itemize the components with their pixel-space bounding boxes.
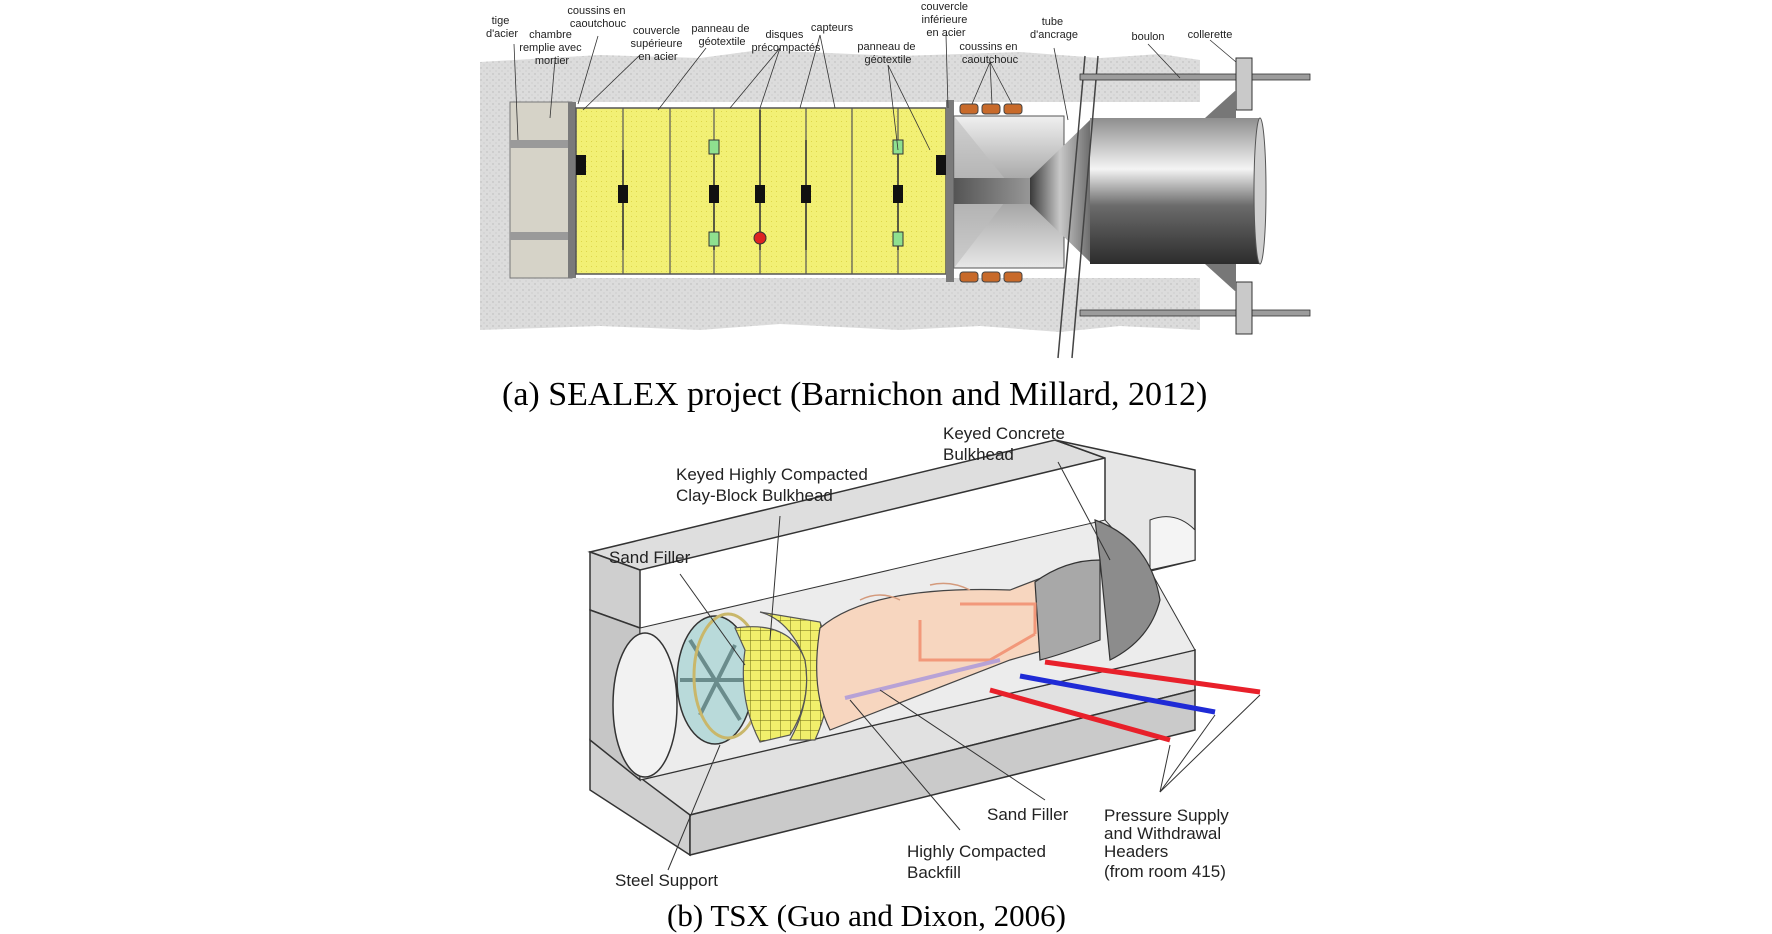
rock-top (480, 50, 1200, 102)
label-chambre: chambre remplie avec mortier (519, 29, 584, 67)
label-steel-support: Steel Support (615, 871, 718, 890)
label-sand-filler-top: Sand Filler (609, 548, 691, 567)
label-panneau-1: panneau de géotextile (691, 23, 752, 48)
label-couvercle-inferieur: couvercle inférieure en acier (921, 1, 971, 39)
anchor-bolts (1079, 57, 1311, 335)
rock-bottom (480, 278, 1200, 332)
tsx-labels: Keyed Concrete Bulkhead Keyed Highly Com… (609, 424, 1233, 890)
anchor-tube (1090, 118, 1260, 264)
label-couvercle-superieur: couvercle supérieure en acier (630, 25, 685, 63)
plug-core (954, 178, 1034, 204)
steel-rod-lower (510, 232, 572, 240)
sealex-leaders (513, 34, 1237, 151)
anchor-cone (1030, 120, 1090, 262)
sealex-diagram: tige d'acier chambre remplie avec mortie… (480, 1, 1311, 359)
caption-a: (a) SEALEX project (Barnichon and Millar… (502, 376, 1208, 413)
label-coussins-1: coussins en caoutchouc (567, 5, 628, 30)
label-highly-compacted: Highly Compacted Backfill (907, 842, 1051, 882)
concrete-bulkhead-body (1034, 559, 1101, 661)
label-panneau-2: panneau de géotextile (857, 41, 918, 66)
label-collerette: collerette (1188, 29, 1233, 41)
tunnel-opening (612, 632, 678, 778)
label-boulon: boulon (1131, 31, 1164, 43)
tsx-leaders (667, 461, 1261, 871)
label-tige-acier: tige d'acier (486, 15, 518, 40)
label-keyed-concrete: Keyed Concrete Bulkhead (943, 424, 1070, 464)
sealex-labels: tige d'acier chambre remplie avec mortie… (486, 1, 1232, 67)
caption-b: (b) TSX (Guo and Dixon, 2006) (667, 898, 1066, 933)
rubber-cushions (959, 103, 1023, 283)
upper-steel-lid (568, 102, 576, 278)
label-tube-ancrage: tube d'ancrage (1030, 16, 1078, 41)
pipes (844, 602, 1261, 743)
mortar-chamber (509, 101, 573, 279)
steel-rod-upper (510, 140, 572, 148)
label-coussins-2: coussins en caoutchouc (959, 41, 1020, 66)
lower-steel-lid (946, 100, 954, 282)
label-pressure-supply: Pressure Supply and Withdrawal Headers (… (1104, 806, 1233, 881)
label-keyed-clay: Keyed Highly Compacted Clay-Block Bulkhe… (676, 465, 873, 505)
rock-left (480, 102, 510, 278)
tsx-diagram: Keyed Concrete Bulkhead Keyed Highly Com… (587, 424, 1261, 890)
label-capteurs: capteurs (811, 22, 854, 34)
label-disques: disques précompactés (751, 29, 821, 54)
concrete-bulkhead-face (1094, 519, 1161, 661)
label-sand-filler-bottom: Sand Filler (987, 805, 1069, 824)
